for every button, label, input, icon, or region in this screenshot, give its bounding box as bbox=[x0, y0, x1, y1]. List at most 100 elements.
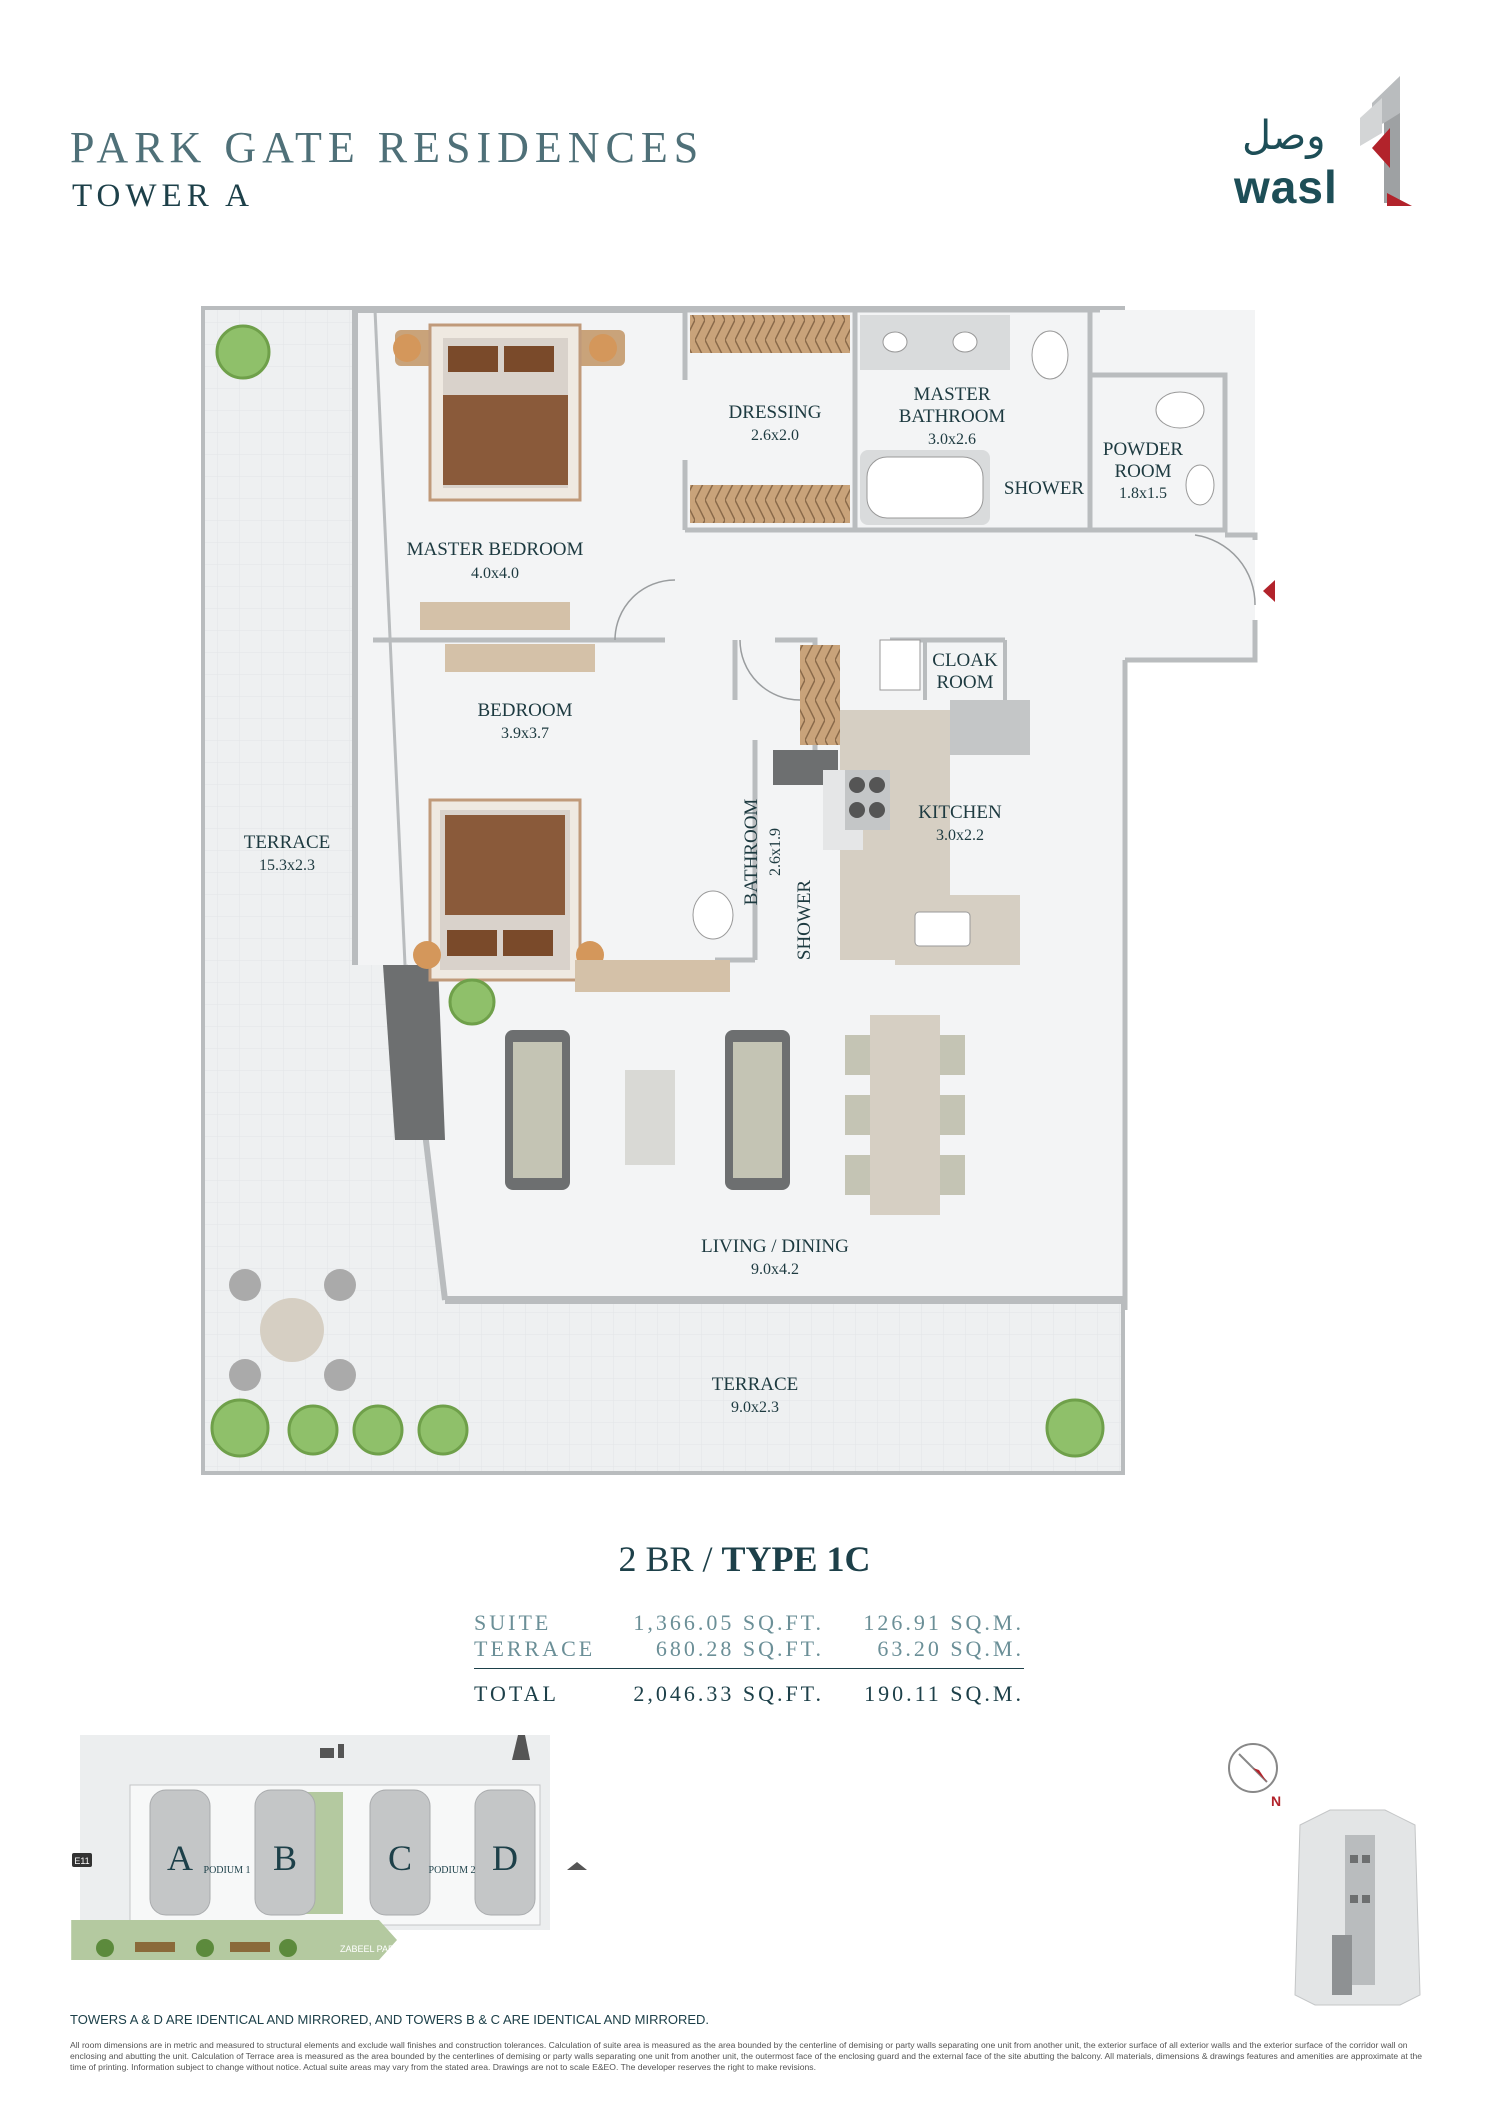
master-wardrobe bbox=[420, 602, 570, 630]
park-strip bbox=[71, 1920, 397, 1960]
area-row-terrace: TERRACE 680.28 SQ.FT. 63.20 SQ.M. bbox=[474, 1636, 1024, 1662]
site-plan: A B C D PODIUM 1 PODIUM 2 E11 ZABEEL PAR… bbox=[71, 1735, 587, 1960]
cooktop bbox=[845, 770, 890, 830]
powder-room-dim: 1.8x1.5 bbox=[1119, 485, 1167, 502]
podium1-label: PODIUM 1 bbox=[204, 1865, 251, 1876]
floor-plan: MASTER BEDROOM 4.0x4.0 DRESSING 2.6x2.0 … bbox=[201, 306, 1275, 1475]
page-title: PARK GATE RESIDENCES bbox=[70, 123, 705, 172]
dressing-dim: 2.6x2.0 bbox=[751, 427, 799, 444]
unit-type-title: 2 BR / TYPE 1C bbox=[0, 1538, 1489, 1580]
dressing-closet-top bbox=[690, 315, 850, 353]
north-label: N bbox=[1271, 1793, 1281, 1809]
unit-highlight bbox=[1332, 1935, 1352, 1995]
total-sqm: 190.11 SQ.M. bbox=[864, 1681, 1024, 1706]
area-label: SUITE bbox=[474, 1610, 552, 1635]
tower-d-shape bbox=[474, 1789, 536, 1916]
landmark-icon bbox=[512, 1735, 530, 1760]
unit-type-prefix: 2 BR / bbox=[618, 1539, 722, 1579]
bedroom-wardrobe bbox=[445, 644, 595, 672]
shower-label: SHOWER bbox=[1004, 478, 1085, 499]
car-icon bbox=[567, 1862, 587, 1870]
shrub-icon bbox=[96, 1939, 297, 1957]
shower2-label: SHOWER bbox=[794, 880, 815, 961]
tv-unit bbox=[575, 960, 730, 992]
living-dining-dim: 9.0x4.2 bbox=[751, 1261, 799, 1278]
tower-b-label: B bbox=[273, 1838, 297, 1878]
master-bedroom-dim: 4.0x4.0 bbox=[471, 565, 519, 582]
tower-b-shape bbox=[254, 1789, 316, 1916]
coffee-table bbox=[625, 1070, 675, 1165]
key-plan bbox=[1294, 1809, 1421, 2006]
terrace-bottom-label: TERRACE bbox=[712, 1374, 799, 1395]
bedroom-bed bbox=[413, 798, 604, 982]
living-dining-label: LIVING / DINING bbox=[701, 1236, 849, 1257]
park-icon bbox=[320, 1744, 344, 1758]
bathroom-dim: 2.6x1.9 bbox=[767, 828, 784, 876]
master-bathroom-label-1: MASTER bbox=[913, 384, 990, 405]
area-table: SUITE 1,366.05 SQ.FT. 126.91 SQ.M. TERRA… bbox=[474, 1610, 1024, 1707]
toilet-powder bbox=[1155, 391, 1205, 429]
washer bbox=[879, 639, 921, 691]
road-sign-icon bbox=[72, 1853, 92, 1867]
terrace-left-dim: 15.3x2.3 bbox=[259, 857, 315, 874]
outdoor-table bbox=[260, 1298, 324, 1362]
total-label: TOTAL bbox=[474, 1681, 559, 1706]
park-label: ZABEEL PARK bbox=[340, 1944, 401, 1954]
logo-mark-icon bbox=[1360, 76, 1412, 206]
dressing-label: DRESSING bbox=[729, 402, 822, 423]
tower-c-label: C bbox=[388, 1838, 412, 1878]
north-arrow-icon: N bbox=[1228, 1743, 1281, 1809]
terrace-bottom-dim: 9.0x2.3 bbox=[731, 1399, 779, 1416]
tower-c-shape bbox=[369, 1789, 431, 1916]
column bbox=[383, 965, 445, 1140]
logo-latin-text: wasl bbox=[1234, 161, 1338, 213]
master-bedroom-label: MASTER BEDROOM bbox=[407, 539, 584, 560]
sink-powder bbox=[1185, 464, 1215, 506]
cloak-room-label-1: CLOAK bbox=[932, 650, 998, 671]
divider bbox=[474, 1668, 1024, 1669]
powder-room-label-1: POWDER bbox=[1103, 439, 1184, 460]
bench-icon bbox=[135, 1942, 270, 1952]
disclaimer: All room dimensions are in metric and me… bbox=[70, 2040, 1423, 2072]
area-sqm: 126.91 SQ.M. bbox=[863, 1610, 1024, 1635]
wasl-logo: وصل wasl bbox=[1232, 68, 1432, 218]
toilet-bathroom bbox=[692, 890, 734, 940]
area-sqft: 680.28 SQ.FT. bbox=[655, 1636, 824, 1661]
podium2-label: PODIUM 2 bbox=[429, 1865, 476, 1876]
toilet-master bbox=[1031, 330, 1069, 380]
area-row-total: TOTAL 2,046.33 SQ.FT. 190.11 SQ.M. bbox=[474, 1681, 1024, 1707]
area-sqft: 1,366.05 SQ.FT. bbox=[633, 1610, 824, 1635]
logo-arabic-text: وصل bbox=[1242, 113, 1326, 159]
tower-a-shape bbox=[149, 1789, 211, 1916]
road-label: E11 bbox=[74, 1856, 89, 1866]
tower-subtitle: TOWER A bbox=[72, 178, 254, 214]
towers-note: TOWERS A & D ARE IDENTICAL AND MIRRORED,… bbox=[70, 2012, 710, 2027]
hall-closet bbox=[800, 645, 840, 745]
unit-type-bold: TYPE 1C bbox=[721, 1539, 871, 1579]
bedroom-dim: 3.9x3.7 bbox=[501, 725, 549, 742]
sofa-left bbox=[505, 1030, 570, 1190]
area-label: TERRACE bbox=[474, 1636, 596, 1661]
area-row-suite: SUITE 1,366.05 SQ.FT. 126.91 SQ.M. bbox=[474, 1610, 1024, 1636]
tower-a-label: A bbox=[167, 1838, 193, 1878]
tree-icon bbox=[210, 324, 1105, 1458]
bedroom-label: BEDROOM bbox=[477, 700, 572, 721]
master-bathroom-label-2: BATHROOM bbox=[899, 406, 1006, 427]
entrance-arrow-icon bbox=[1263, 580, 1275, 602]
cloak-room-label-2: ROOM bbox=[936, 672, 993, 693]
kitchen-label: KITCHEN bbox=[918, 802, 1002, 823]
kitchen-sink bbox=[914, 911, 971, 947]
interior-floor bbox=[355, 310, 1255, 1300]
area-sqm: 63.20 SQ.M. bbox=[877, 1636, 1024, 1661]
kitchen-dim: 3.0x2.2 bbox=[936, 827, 984, 844]
master-bed bbox=[393, 323, 625, 502]
powder-room-label-2: ROOM bbox=[1114, 461, 1171, 482]
tower-d-label: D bbox=[492, 1838, 518, 1878]
dressing-closet-bottom bbox=[690, 485, 850, 523]
total-sqft: 2,046.33 SQ.FT. bbox=[633, 1681, 824, 1706]
vanity bbox=[860, 315, 1010, 370]
master-bathroom-dim: 3.0x2.6 bbox=[928, 431, 976, 448]
bathroom-label: BATHROOM bbox=[741, 799, 762, 906]
terrace-left-label: TERRACE bbox=[244, 832, 331, 853]
sofa-right bbox=[725, 1030, 790, 1190]
